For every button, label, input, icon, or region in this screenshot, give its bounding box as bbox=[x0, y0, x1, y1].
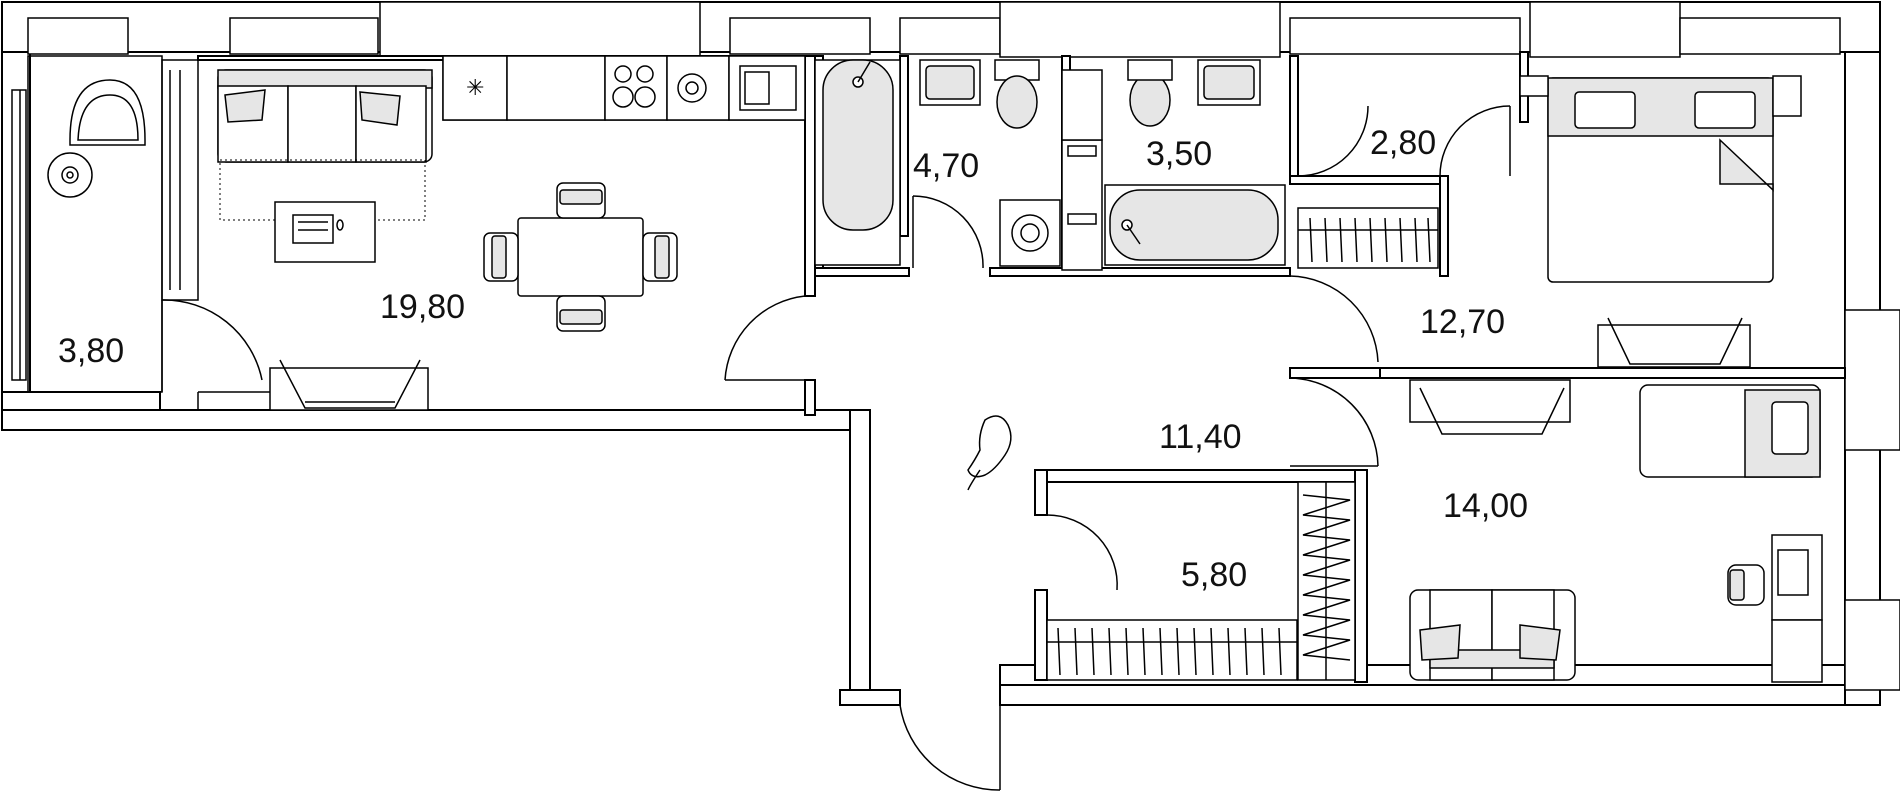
bedroom-2 bbox=[1409, 379, 1823, 683]
svg-text:✳: ✳ bbox=[466, 75, 484, 100]
area-label-hallway: 11,40 bbox=[1159, 418, 1242, 456]
area-label-dressing-1: 2,80 bbox=[1370, 124, 1436, 162]
tv-stand-2-icon bbox=[1597, 317, 1751, 368]
area-label-bedroom-1: 12,70 bbox=[1420, 303, 1505, 341]
sofa-icon bbox=[217, 69, 433, 163]
tv-stand-icon bbox=[269, 359, 429, 411]
area-label-living-kitchen: 19,80 bbox=[380, 288, 465, 326]
dog-icon bbox=[967, 415, 1012, 491]
dressing-room-1 bbox=[1289, 55, 1511, 277]
area-labels: 3,80 19,80 4,70 3,50 2,80 12,70 11,40 5,… bbox=[58, 124, 1528, 594]
office-desk-icon bbox=[1727, 534, 1823, 683]
kitchen-counter: ✳ bbox=[442, 55, 806, 121]
bathroom-2 bbox=[989, 55, 1291, 277]
laptop-desk-icon bbox=[274, 201, 376, 263]
side-table-icon bbox=[47, 152, 93, 198]
dining-table-icon bbox=[483, 182, 678, 332]
area-label-bathroom-1: 4,70 bbox=[913, 147, 979, 185]
exterior-walls bbox=[1, 1, 1900, 706]
area-label-loggia: 3,80 bbox=[58, 332, 124, 370]
loggia bbox=[11, 55, 263, 393]
armchair-icon bbox=[69, 79, 146, 146]
bedroom-1 bbox=[1289, 51, 1846, 379]
area-label-bathroom-2: 3,50 bbox=[1146, 135, 1212, 173]
storage-room bbox=[1034, 469, 1368, 683]
living-kitchen: ✳ bbox=[197, 55, 816, 416]
area-label-storage: 5,80 bbox=[1181, 556, 1247, 594]
hallway bbox=[899, 367, 1381, 791]
double-sofa-icon bbox=[1409, 589, 1576, 681]
rug bbox=[219, 159, 426, 221]
bathroom-1 bbox=[814, 55, 1040, 277]
area-label-bedroom-2: 14,00 bbox=[1443, 487, 1528, 525]
